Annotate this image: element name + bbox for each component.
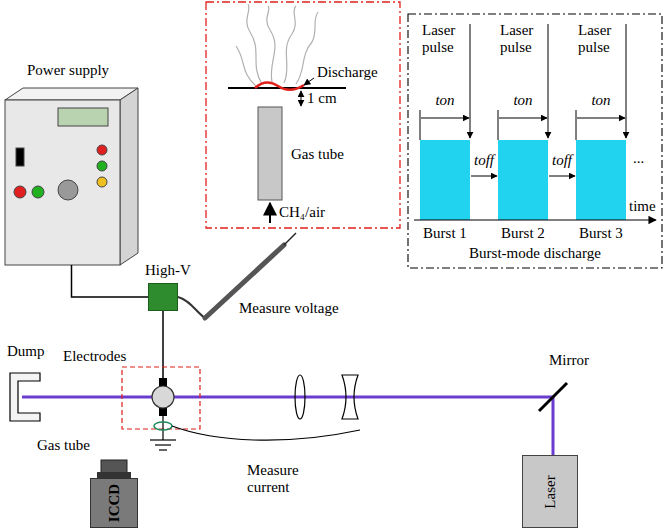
electrode-frame: [122, 367, 200, 429]
concave-lens: [342, 375, 358, 419]
power-supply-body: [5, 88, 138, 265]
mirror: [539, 383, 567, 411]
burst-label: Burst 1: [422, 225, 468, 242]
probe-cable: [178, 297, 205, 318]
pulse-label: Laser pulse: [421, 22, 469, 55]
part-label: Gas tube: [290, 146, 345, 163]
probe-tip: [284, 233, 296, 245]
inset-frame: [408, 14, 662, 268]
power-wire: [72, 265, 149, 297]
power-supply: Power supply: [5, 88, 138, 265]
electrode: [159, 408, 167, 416]
flame-wisps: [236, 4, 318, 86]
convex-lens: [295, 375, 305, 419]
electrode: [159, 378, 167, 386]
time-symbol: ton: [512, 92, 533, 109]
node-text: Power supply: [27, 62, 109, 79]
discharge-arc: [255, 82, 304, 89]
probe-label: Measure voltage: [238, 300, 340, 317]
time-symbol: ton: [590, 92, 611, 109]
gas-tube: [258, 107, 282, 200]
hv-wire: [162, 311, 164, 386]
laser-box: Laser: [522, 455, 578, 528]
iccd-camera: ICCD: [90, 478, 138, 528]
part-label: Mirror: [548, 352, 590, 369]
probe-label: Measure current: [246, 462, 320, 495]
leader-line: [304, 78, 314, 85]
axis-label: time: [628, 198, 657, 215]
pulse-label: Laser pulse: [577, 22, 625, 55]
pulse-label: Laser pulse: [499, 22, 547, 55]
node-text: ICCD: [106, 484, 123, 522]
ground-symbol: [150, 416, 176, 450]
gas-label: CH₄/air: [278, 204, 326, 221]
time-symbol: toff: [551, 152, 573, 169]
burst-label: Burst 3: [578, 225, 624, 242]
part-label: Discharge: [316, 64, 379, 81]
node-text: Laser: [542, 475, 559, 508]
dimension-label: 1 cm: [306, 90, 338, 107]
burst-label: Burst 2: [500, 225, 546, 242]
node-text: High-V: [145, 262, 191, 279]
flow-arrow: [269, 203, 271, 223]
part-label: Dump: [6, 343, 46, 360]
high-voltage-box: High-V: [148, 283, 178, 311]
burst-blocks: [420, 140, 626, 220]
time-axis: [414, 219, 656, 220]
dimension-arrow: [301, 91, 302, 106]
current-probe: [154, 422, 172, 430]
current-cable: [172, 426, 360, 440]
ellipsis: ...: [632, 150, 645, 167]
part-label: Gas tube: [36, 437, 91, 454]
time-symbol: ton: [434, 92, 455, 109]
time-symbol: toff: [473, 152, 495, 169]
inset-frame: [206, 2, 400, 228]
inset-caption: Burst-mode discharge: [468, 245, 602, 262]
part-label: Electrodes: [62, 348, 127, 365]
laser-beam: [22, 397, 553, 455]
gas-tube-section: [152, 386, 174, 408]
